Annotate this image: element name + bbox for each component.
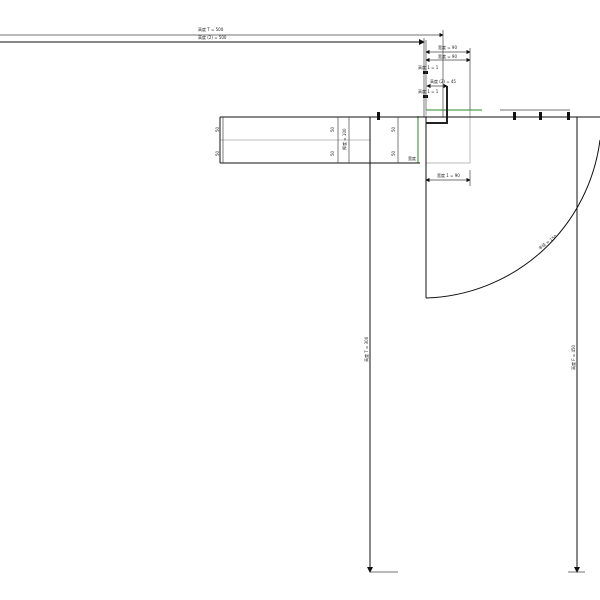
wall-dimensions[interactable]: 50 50 50 50 厚度 = 100 50 50 宽度 bbox=[215, 117, 416, 163]
dimension-label: 高度 1 = 1 bbox=[418, 88, 439, 94]
dimension-label: 50 bbox=[215, 126, 220, 132]
dimension-width-a[interactable]: 宽度 = 90 bbox=[425, 44, 471, 55]
dimension-height-1a[interactable]: 高度 1 = 1 bbox=[418, 64, 439, 74]
dimension-label: 宽度 bbox=[408, 155, 416, 161]
door-swing-arc[interactable] bbox=[425, 139, 600, 299]
dimension-label: 宽度 = 90 bbox=[438, 44, 457, 50]
dimension-label: 50 bbox=[215, 150, 220, 156]
tick-marks bbox=[377, 109, 570, 120]
dimension-label: 厚度 = 100 bbox=[341, 128, 347, 150]
dimension-label: 高度 T = 300 bbox=[363, 336, 369, 362]
dimension-width-bottom[interactable]: 宽度 1 = 90 bbox=[425, 170, 471, 186]
dimension-label: 50 bbox=[391, 126, 396, 132]
dimension-right-vertical[interactable]: 高度 F = 450 bbox=[568, 117, 585, 573]
dimension-top-length-2[interactable]: 高度 (2) = 500 bbox=[0, 34, 425, 117]
dimension-label: 高度 1 = 1 bbox=[418, 64, 439, 70]
dimension-label: 50 bbox=[330, 126, 335, 132]
arc-radius-label: 半径 = 150 bbox=[537, 233, 558, 251]
dimension-left-vertical[interactable]: 高度 T = 300 bbox=[363, 117, 398, 573]
profile-l-shape[interactable] bbox=[426, 86, 448, 124]
dimension-label: 50 bbox=[330, 150, 335, 156]
dimension-width-b[interactable]: 宽度 = 90 bbox=[425, 48, 471, 115]
dimension-label: 高度 F = 450 bbox=[570, 344, 576, 370]
dimension-label: 宽度 = 90 bbox=[438, 53, 457, 59]
dimension-label: 高度 T = 500 bbox=[198, 26, 224, 32]
dimension-height-1b[interactable]: 高度 1 = 1 bbox=[418, 88, 439, 98]
dimension-label: 高度 (2) = 500 bbox=[198, 34, 227, 40]
wall-element[interactable] bbox=[219, 116, 600, 164]
dimension-label: 高度 (2) = 45 bbox=[430, 78, 456, 84]
dimension-top-length-1[interactable]: 高度 T = 500 bbox=[0, 26, 444, 117]
dimension-label: 50 bbox=[391, 150, 396, 156]
dimension-height-2[interactable]: 高度 (2) = 45 bbox=[426, 78, 456, 89]
dimension-label: 宽度 1 = 90 bbox=[437, 172, 460, 178]
